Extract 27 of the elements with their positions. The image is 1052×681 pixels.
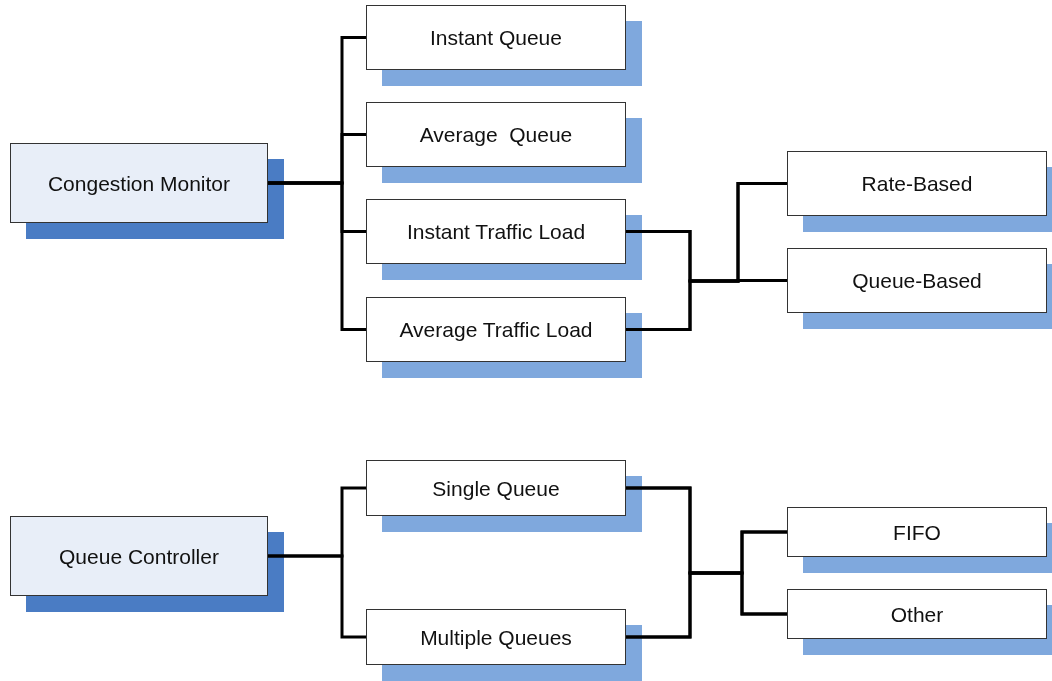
option-box bbox=[366, 199, 626, 264]
box-label: Congestion Monitor bbox=[47, 170, 231, 197]
option-box bbox=[787, 151, 1047, 216]
connector-line bbox=[268, 554, 366, 639]
category-box bbox=[10, 516, 268, 596]
option-box bbox=[787, 248, 1047, 313]
box-label: FIFO bbox=[893, 519, 941, 546]
option-box bbox=[366, 297, 626, 362]
option-box bbox=[366, 460, 626, 516]
box-label: Multiple Queues bbox=[420, 624, 572, 651]
connector-line bbox=[268, 181, 366, 331]
box-label: Other bbox=[890, 601, 944, 628]
option-box bbox=[366, 5, 626, 70]
box-label: Queue-Based bbox=[852, 268, 982, 294]
box-label: Average Queue bbox=[419, 122, 573, 148]
box-label: Instant Traffic Load bbox=[406, 219, 586, 245]
box-label: Instant Queue bbox=[430, 25, 562, 51]
box-label: Queue Controller bbox=[59, 543, 219, 570]
option-box bbox=[787, 589, 1047, 639]
box-label: Average Traffic Load bbox=[399, 317, 593, 343]
connector-line bbox=[626, 571, 787, 639]
option-box bbox=[787, 507, 1047, 557]
category-box bbox=[10, 143, 268, 223]
option-box bbox=[366, 102, 626, 167]
box-label: Rate-Based bbox=[861, 171, 973, 197]
option-box bbox=[366, 609, 626, 665]
box-label: Single Queue bbox=[432, 475, 560, 502]
